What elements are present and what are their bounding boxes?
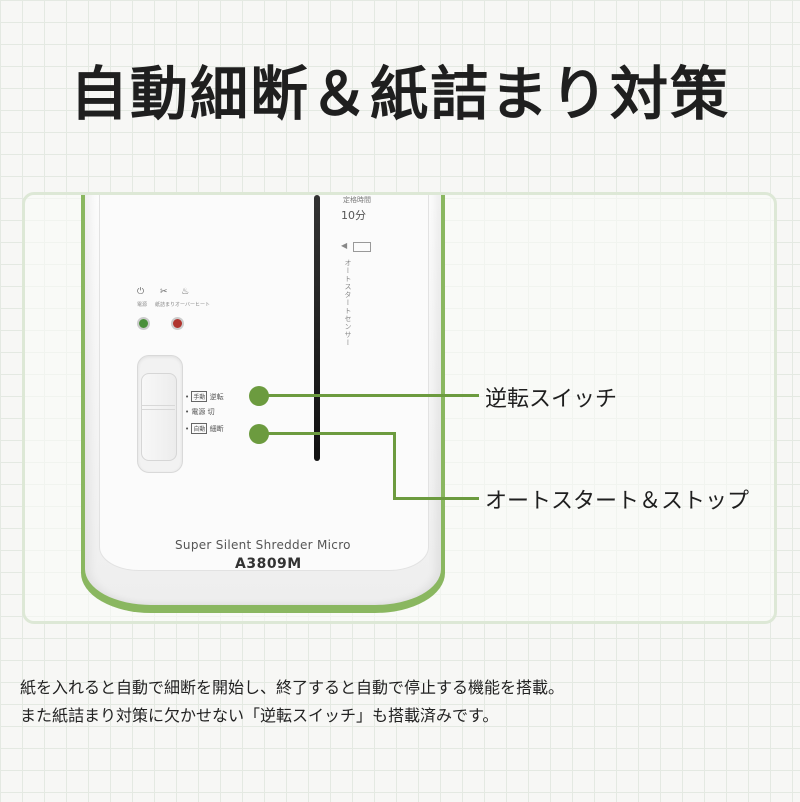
switch-label-off: 電源 切 xyxy=(191,408,215,416)
callout-line-auto-v xyxy=(393,432,396,500)
callout-reverse-switch: 逆転スイッチ xyxy=(485,387,618,412)
switch-label-shred: 細断 xyxy=(209,425,224,433)
switch-tag-auto: 自動 xyxy=(191,423,208,434)
description-line-2: また紙詰まり対策に欠かせない「逆転スイッチ」も搭載済みです。 xyxy=(20,706,499,725)
sensor-arrow-icon: ◀ xyxy=(341,241,348,250)
paper-card-icon xyxy=(353,242,371,252)
indicator-label-power: 電源 xyxy=(137,302,148,308)
callout-line-auto-h2 xyxy=(393,497,479,500)
switch-position-reverse: • 手動 逆転 xyxy=(185,391,224,402)
switch-ridge xyxy=(141,409,175,410)
paper-jam-icon: ✂ xyxy=(160,287,168,297)
switch-ridge xyxy=(141,405,175,406)
model-number: A3809M xyxy=(235,556,302,572)
sensor-label: オートスタートセンサー xyxy=(344,259,352,347)
model-name: Super Silent Shredder Micro xyxy=(175,538,351,552)
callout-dot-auto xyxy=(249,424,269,444)
product-panel: 定格時間 10分 ◀ オートスタートセンサー ⏻ ✂ ♨ 電源 紙詰まり オーバ… xyxy=(22,192,777,624)
callout-line-reverse xyxy=(261,394,479,397)
reverse-switch[interactable] xyxy=(141,373,177,461)
callout-line-auto-h1 xyxy=(261,432,395,435)
indicator-label-overheat: オーバーヒート xyxy=(175,302,210,308)
callout-auto-start-stop: オートスタート＆ストップ xyxy=(485,489,750,514)
error-led xyxy=(171,317,184,330)
paper-slot xyxy=(314,195,320,461)
page-title: 自動細断＆紙詰まり対策 xyxy=(69,60,730,128)
timer-label: 定格時間 xyxy=(343,196,371,204)
description-line-1: 紙を入れると自動で細断を開始し、終了すると自動で停止する機能を搭載。 xyxy=(20,678,565,697)
overheat-icon: ♨ xyxy=(181,287,190,297)
switch-position-off: • 電源 切 xyxy=(185,408,215,416)
timer-value: 10分 xyxy=(341,209,366,222)
switch-tag-manual: 手動 xyxy=(191,391,208,402)
description: 紙を入れると自動で細断を開始し、終了すると自動で停止する機能を搭載。 また紙詰ま… xyxy=(20,674,790,730)
switch-position-shred: • 自動 細断 xyxy=(185,423,224,434)
power-led xyxy=(137,317,150,330)
power-icon: ⏻ xyxy=(137,287,145,297)
callout-dot-reverse xyxy=(249,386,269,406)
indicator-label-jam: 紙詰まり xyxy=(155,302,176,308)
switch-label-reverse: 逆転 xyxy=(209,393,224,401)
